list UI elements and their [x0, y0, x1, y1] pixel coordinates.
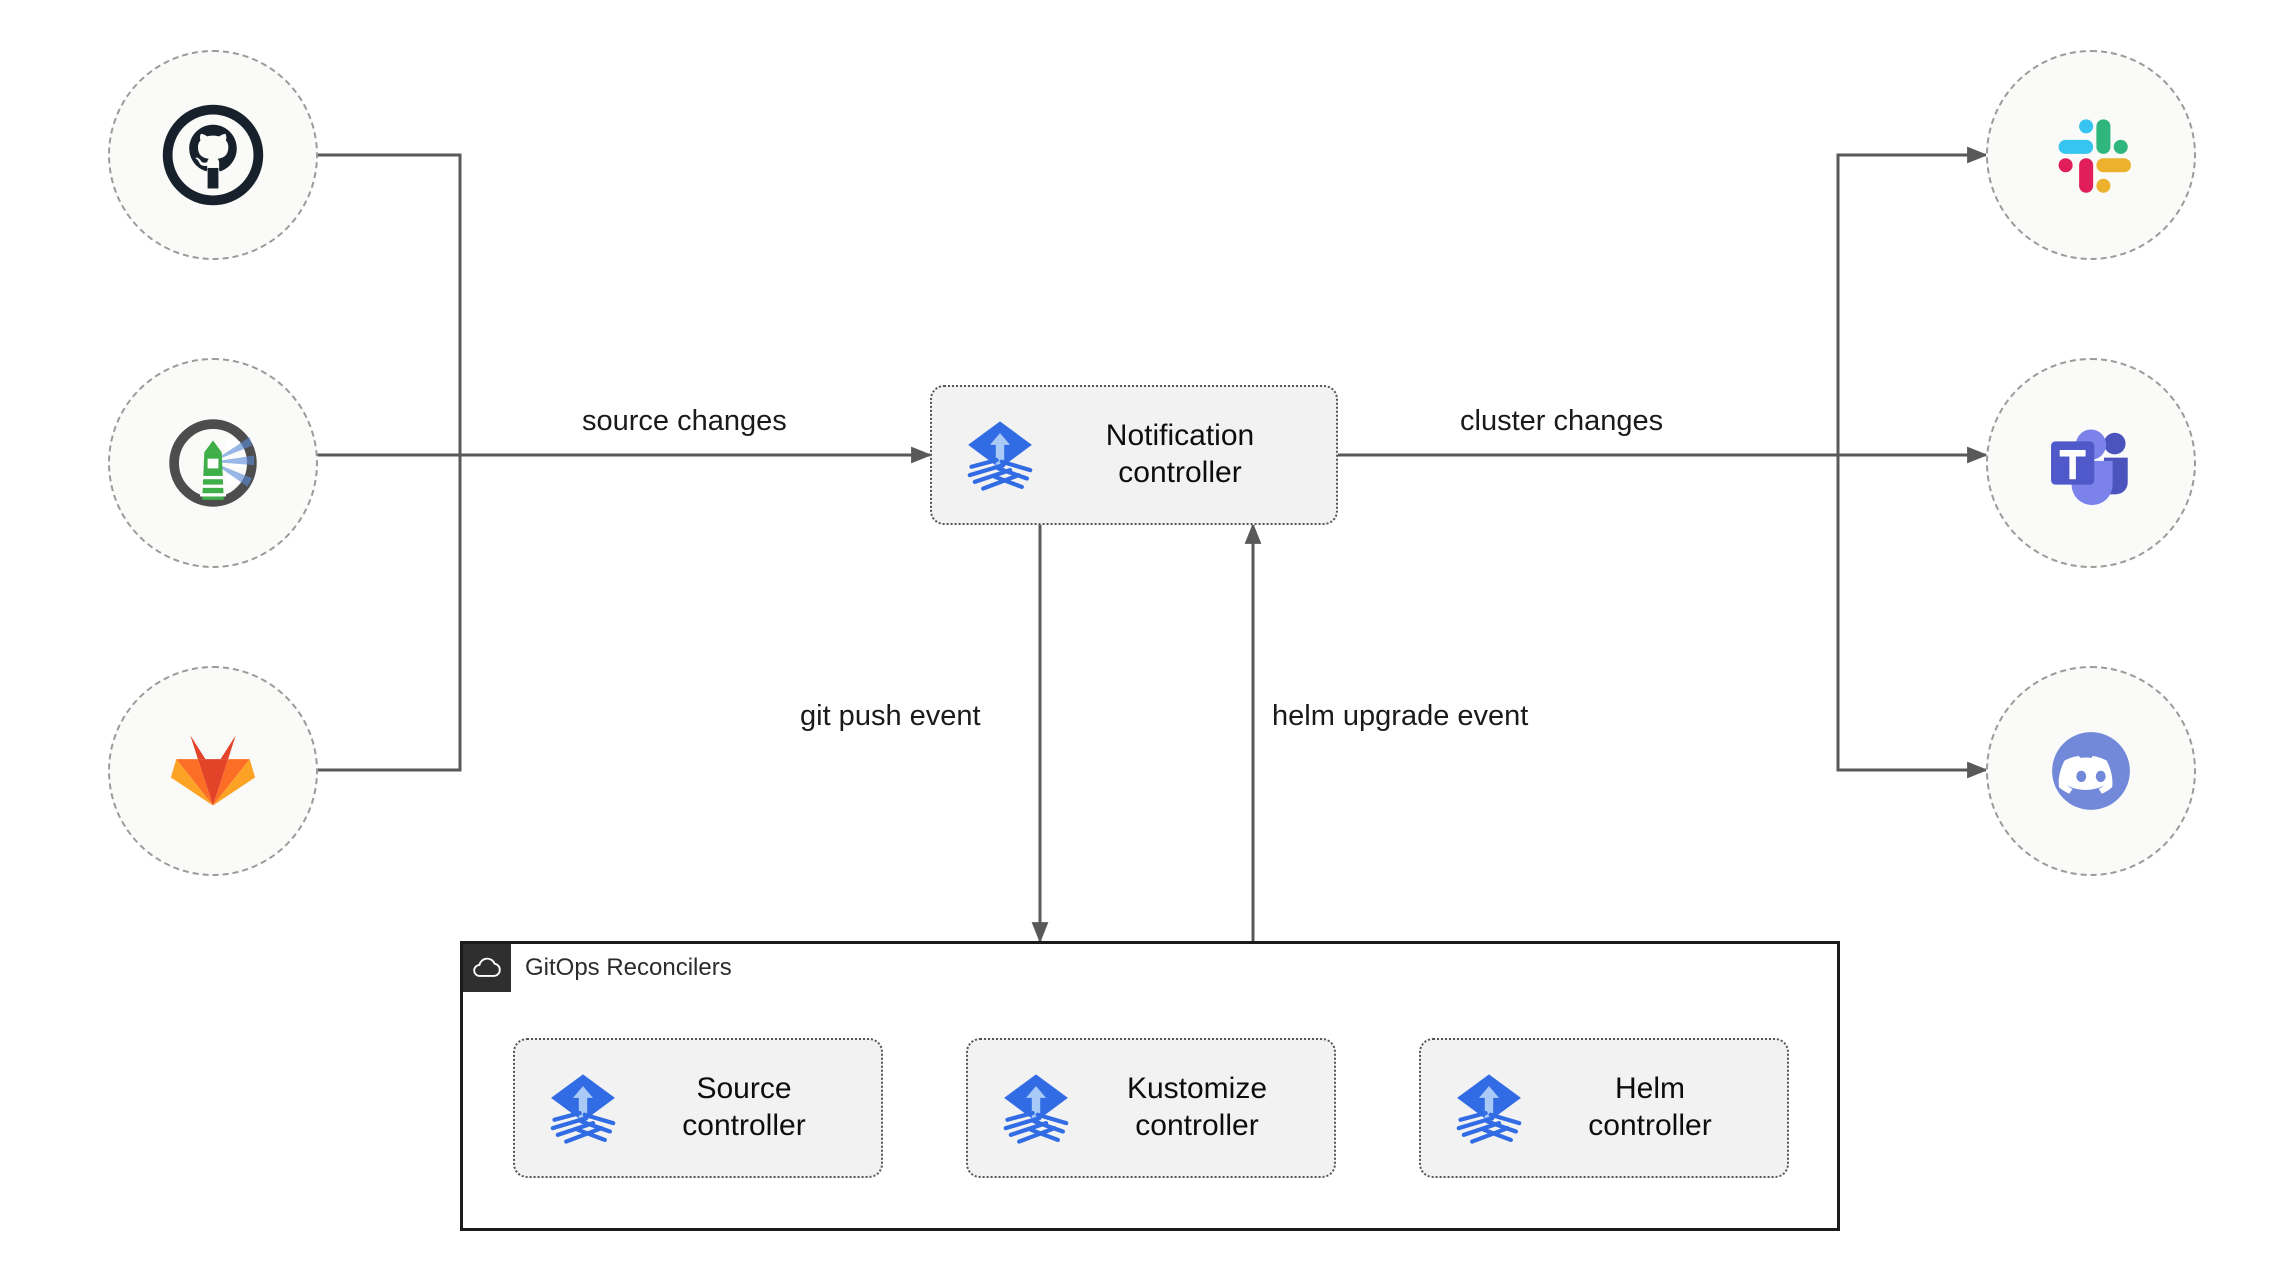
source-node-flux[interactable]	[108, 358, 318, 568]
kustomize-controller-label: Kustomize controller	[1126, 1072, 1268, 1142]
edge-gitlab-to-bus	[312, 455, 462, 772]
group-tab	[463, 944, 511, 992]
edge-label-helm-upgrade-event: helm upgrade event	[1272, 700, 1529, 732]
edge-bus-to-discord	[1836, 455, 1989, 779]
microsoft-teams-icon	[2051, 429, 2128, 506]
flux-lighthouse-icon	[169, 419, 257, 507]
helm-controller-box[interactable]: Helm controller	[1419, 1038, 1789, 1178]
destination-node-slack[interactable]	[1986, 50, 2196, 260]
edge-github-to-bus	[312, 153, 462, 455]
source-controller-box[interactable]: Source controller	[513, 1038, 883, 1178]
edge-bus-to-slack	[1836, 146, 1989, 455]
flux-icon	[550, 1074, 616, 1144]
gitops-reconcilers-group: GitOps Reconcilers Source controller	[460, 941, 1840, 1231]
flux-icon	[1003, 1074, 1069, 1144]
group-title: GitOps Reconcilers	[525, 954, 732, 981]
slack-icon	[2058, 119, 2131, 193]
github-icon	[162, 104, 264, 206]
source-controller-label: Source controller	[682, 1072, 806, 1142]
kustomize-controller-box[interactable]: Kustomize controller	[966, 1038, 1336, 1178]
gitlab-icon	[170, 735, 256, 806]
notification-controller-box[interactable]: Notification controller	[930, 385, 1338, 525]
flux-icon	[967, 421, 1033, 491]
edge-label-git-push-event: git push event	[800, 700, 981, 732]
source-node-gitlab[interactable]	[108, 666, 318, 876]
flux-icon	[1456, 1074, 1522, 1144]
source-node-github[interactable]	[108, 50, 318, 260]
cloud-icon	[473, 957, 501, 977]
destination-node-discord[interactable]	[1986, 666, 2196, 876]
discord-icon	[2052, 732, 2130, 810]
edge-label-source-changes: source changes	[582, 405, 787, 437]
notification-controller-label: Notification controller	[1105, 419, 1255, 489]
destination-node-teams[interactable]	[1986, 358, 2196, 568]
helm-controller-label: Helm controller	[1588, 1072, 1712, 1142]
edge-label-cluster-changes: cluster changes	[1460, 405, 1664, 437]
